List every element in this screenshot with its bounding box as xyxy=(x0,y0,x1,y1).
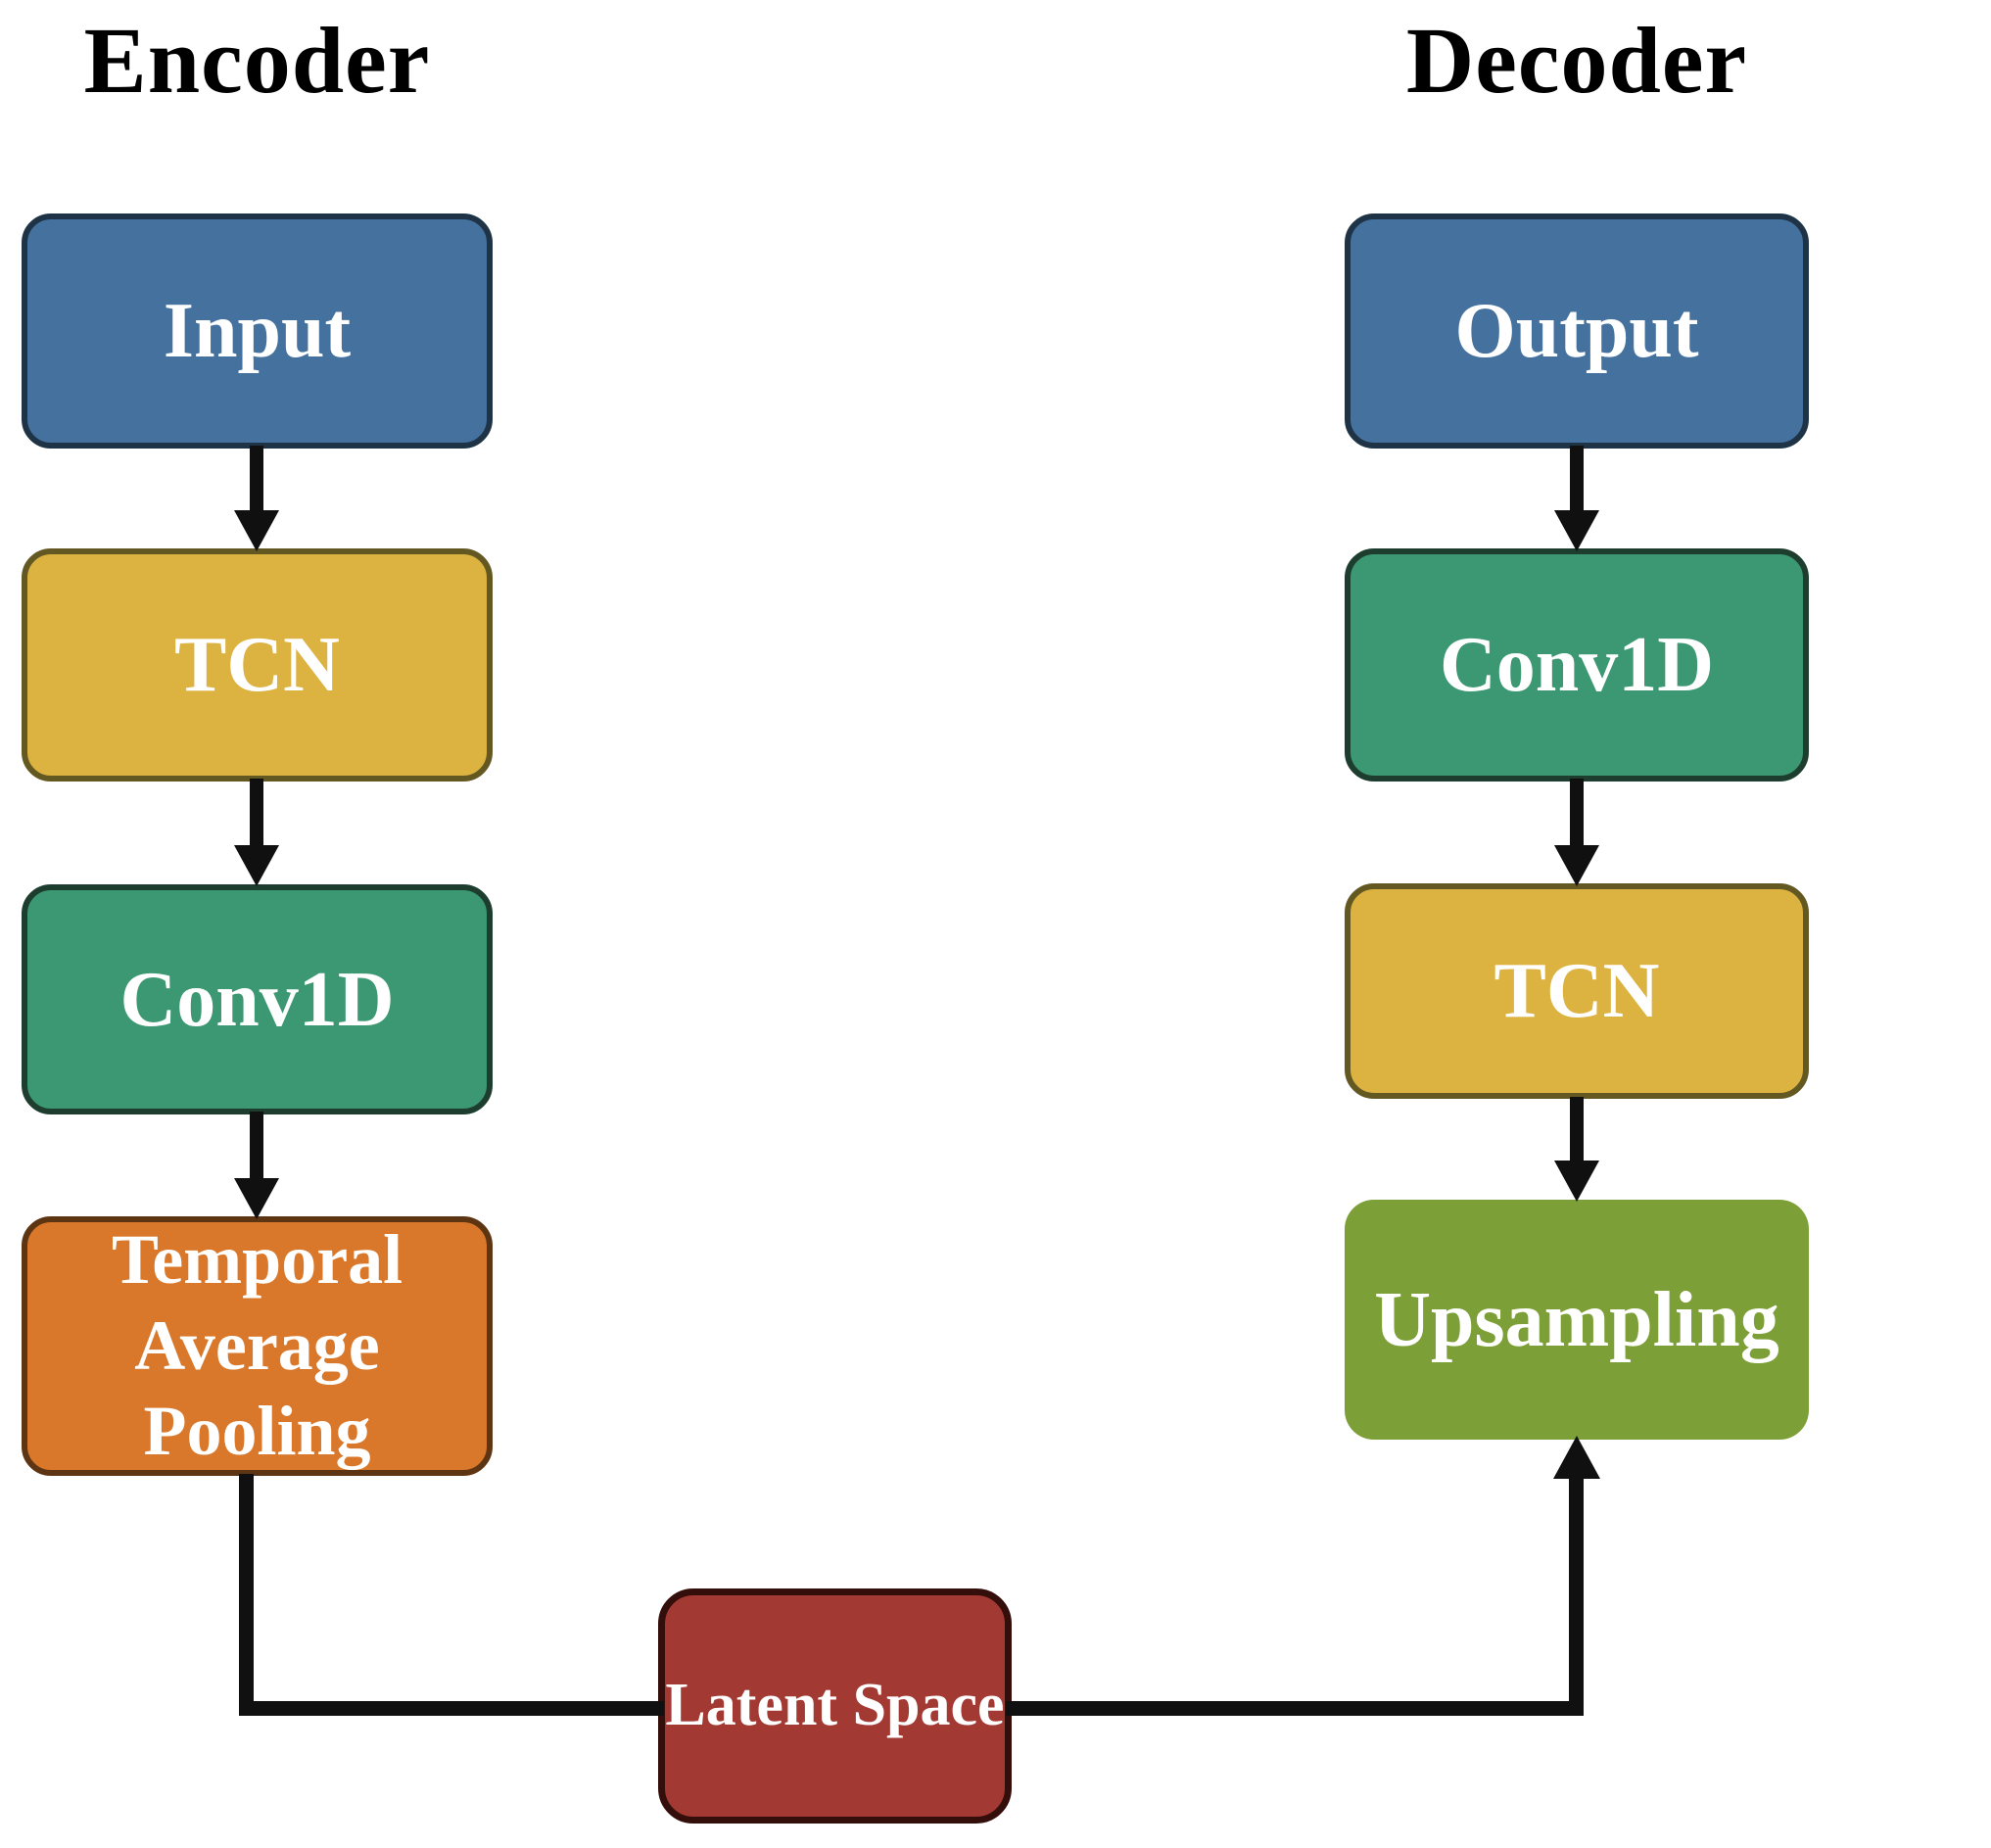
arrow-output-to-conv1d xyxy=(1554,446,1599,551)
decoder-tcn-box: TCN xyxy=(1345,883,1809,1099)
arrow-shaft xyxy=(1570,779,1584,849)
latent-space-box: Latent Space xyxy=(658,1588,1012,1824)
arrow-shaft xyxy=(1570,1097,1584,1164)
arrow-conv1d-to-pooling xyxy=(234,1112,279,1219)
arrow-down-icon xyxy=(1554,1161,1599,1202)
encoder-input-box: Input xyxy=(22,213,493,449)
connector-segment-horizontal xyxy=(239,1701,664,1716)
encoder-conv1d-box: Conv1D xyxy=(22,884,493,1114)
encoder-conv1d-label: Conv1D xyxy=(119,956,395,1043)
arrow-shaft xyxy=(250,446,263,514)
decoder-upsampling-box: Upsampling xyxy=(1345,1200,1809,1440)
arrow-tcn-to-upsampling xyxy=(1554,1097,1599,1202)
decoder-upsampling-label: Upsampling xyxy=(1374,1276,1779,1363)
decoder-tcn-label: TCN xyxy=(1493,948,1660,1034)
arrow-tcn-to-conv1d xyxy=(234,779,279,886)
arrow-down-icon xyxy=(234,1178,279,1219)
latent-space-label: Latent Space xyxy=(665,1672,1005,1739)
arrow-down-icon xyxy=(234,845,279,886)
decoder-output-label: Output xyxy=(1454,288,1699,374)
arrow-up-icon xyxy=(1553,1436,1600,1479)
connector-segment-horizontal xyxy=(1006,1701,1584,1716)
arrow-input-to-tcn xyxy=(234,446,279,551)
encoder-title: Encoder xyxy=(83,8,431,113)
encoder-tcn-box: TCN xyxy=(22,548,493,782)
arrow-conv1d-to-tcn xyxy=(1554,779,1599,886)
encoder-tcn-label: TCN xyxy=(174,622,340,708)
encoder-temporal-average-pooling-box: Temporal Average Pooling xyxy=(22,1216,493,1476)
encoder-input-label: Input xyxy=(163,288,352,374)
arrow-down-icon xyxy=(1554,845,1599,886)
arrow-down-icon xyxy=(234,510,279,551)
arrow-shaft xyxy=(250,1112,263,1182)
arrow-down-icon xyxy=(1554,510,1599,551)
arrow-shaft xyxy=(250,779,263,849)
connector-segment-vertical xyxy=(239,1474,254,1716)
arrow-shaft xyxy=(1570,446,1584,514)
connector-segment-vertical xyxy=(1569,1479,1584,1716)
decoder-output-box: Output xyxy=(1345,213,1809,449)
decoder-title: Decoder xyxy=(1405,8,1748,113)
decoder-conv1d-box: Conv1D xyxy=(1345,548,1809,782)
decoder-conv1d-label: Conv1D xyxy=(1439,622,1715,708)
encoder-temporal-average-pooling-label: Temporal Average Pooling xyxy=(111,1219,403,1471)
